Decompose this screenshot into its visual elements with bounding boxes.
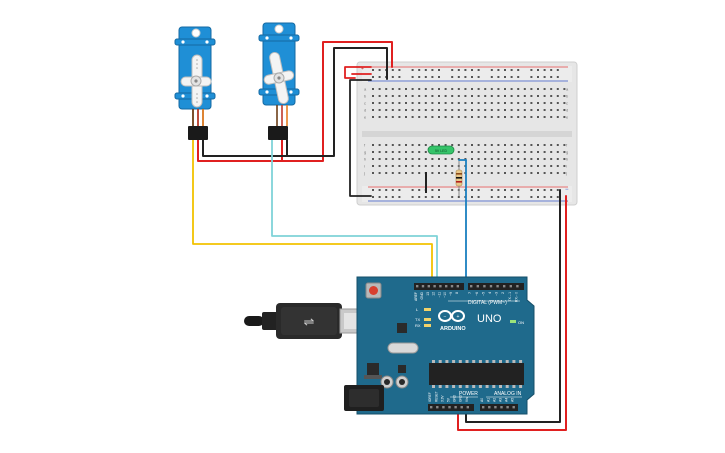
row-letter: f	[566, 143, 568, 148]
row-letter: d	[364, 108, 366, 113]
arduino-wordmark: ARDUINO	[440, 326, 466, 332]
resistor[interactable]	[455, 160, 463, 196]
microcontroller-pins	[432, 360, 523, 388]
analog-pin-label: A4	[505, 398, 509, 402]
row-letter: i	[364, 164, 365, 169]
power-pin-label: 5V	[447, 397, 451, 402]
black-rail-left-link	[349, 79, 372, 197]
rail-minus-bottom: −	[565, 187, 569, 193]
led-label: 5V LED	[435, 149, 448, 153]
digital-pin-label: ~10	[443, 292, 447, 298]
servo-motor-1[interactable]	[174, 26, 216, 140]
row-letter: h	[566, 157, 568, 162]
row-letter: e	[364, 115, 367, 120]
row-letter: j	[363, 171, 365, 176]
digital-pin-label: 2	[501, 292, 505, 294]
yellow-signal-wire	[192, 139, 433, 283]
row-letter: b	[566, 94, 569, 99]
analog-in-label: ANALOG IN	[494, 391, 522, 397]
row-letter: d	[566, 108, 568, 113]
red-wire-servo2-rail	[281, 41, 393, 162]
row-letter: e	[566, 115, 569, 120]
digital-pin-label: ~11	[437, 292, 441, 298]
on-label: ON	[518, 320, 524, 325]
digital-pin-label: ~3	[495, 292, 499, 296]
rail-minus-top: −	[361, 78, 365, 84]
digital-pin-label: 7	[468, 292, 472, 294]
row-letter: f	[364, 143, 366, 148]
power-analog-header-pins	[430, 406, 515, 409]
row-letter: c	[566, 101, 568, 106]
arduino-logo-icon: − +	[438, 310, 465, 322]
row-letter: g	[364, 150, 366, 155]
digital-label: DIGITAL (PWM~)	[468, 300, 507, 306]
power-pin-label: IOREF	[428, 392, 432, 402]
red-5v-wire	[457, 195, 567, 431]
red-rail-left-link	[344, 66, 372, 79]
black-wire-servo2-rail	[286, 47, 388, 157]
analog-pin-label: A0	[480, 398, 484, 402]
power-pin-label: 3.3V	[440, 395, 444, 402]
digital-pin-label: RX←0	[514, 292, 518, 302]
cyan-signal-wire	[271, 139, 438, 283]
power-pin-label: Vin	[465, 397, 469, 402]
red-wire-servo1	[197, 139, 283, 162]
black-wire-servo1	[202, 139, 288, 157]
l-led-label: L	[416, 307, 419, 312]
power-pin-label: GND	[459, 394, 463, 402]
row-letter: g	[566, 150, 568, 155]
analog-pin-label: A5	[511, 398, 515, 402]
analog-pin-label: A3	[499, 398, 503, 402]
row-letter: j	[565, 171, 567, 176]
tx-label: TX	[415, 317, 420, 322]
digital-pin-label: TX→1	[508, 292, 512, 302]
model-label: UNO	[477, 313, 502, 325]
row-letter: a	[364, 87, 367, 92]
rx-label: RX	[415, 323, 421, 328]
rail-plus-top: +	[361, 66, 364, 72]
servo-motor-2[interactable]	[258, 22, 300, 140]
digital-pin-label: 8	[455, 292, 459, 294]
power-pin-label: RESET	[434, 391, 438, 402]
row-letter: c	[364, 101, 366, 106]
row-letter: b	[364, 94, 367, 99]
analog-pin-label: A1	[486, 398, 490, 402]
power-label: POWER	[459, 391, 478, 397]
row-letter: i	[566, 164, 567, 169]
analog-pin-label: A2	[492, 398, 496, 402]
usb-cable[interactable]: ⇌	[244, 303, 363, 339]
svg-text:−: −	[444, 314, 447, 320]
digital-pin-label: 4	[488, 292, 492, 294]
digital-pin-label: ~5	[481, 292, 485, 296]
digital-pin-label: ~6	[475, 292, 479, 296]
svg-text:+: +	[457, 314, 460, 320]
row-letter: h	[364, 157, 366, 162]
digital-pin-label: GND	[420, 291, 424, 299]
digital-pin-label: AREF	[414, 292, 418, 301]
digital-pin-label: 12	[432, 292, 436, 296]
power-pin-label: GND	[453, 394, 457, 402]
reset-button[interactable]	[369, 286, 378, 295]
digital-header-pins	[416, 285, 519, 288]
digital-pin-label: ~9	[449, 292, 453, 296]
usb-icon: ⇌	[304, 314, 315, 329]
digital-pin-label: 13	[426, 292, 430, 296]
green-led[interactable]: 5V LED	[427, 145, 455, 155]
row-letter: a	[566, 87, 569, 92]
